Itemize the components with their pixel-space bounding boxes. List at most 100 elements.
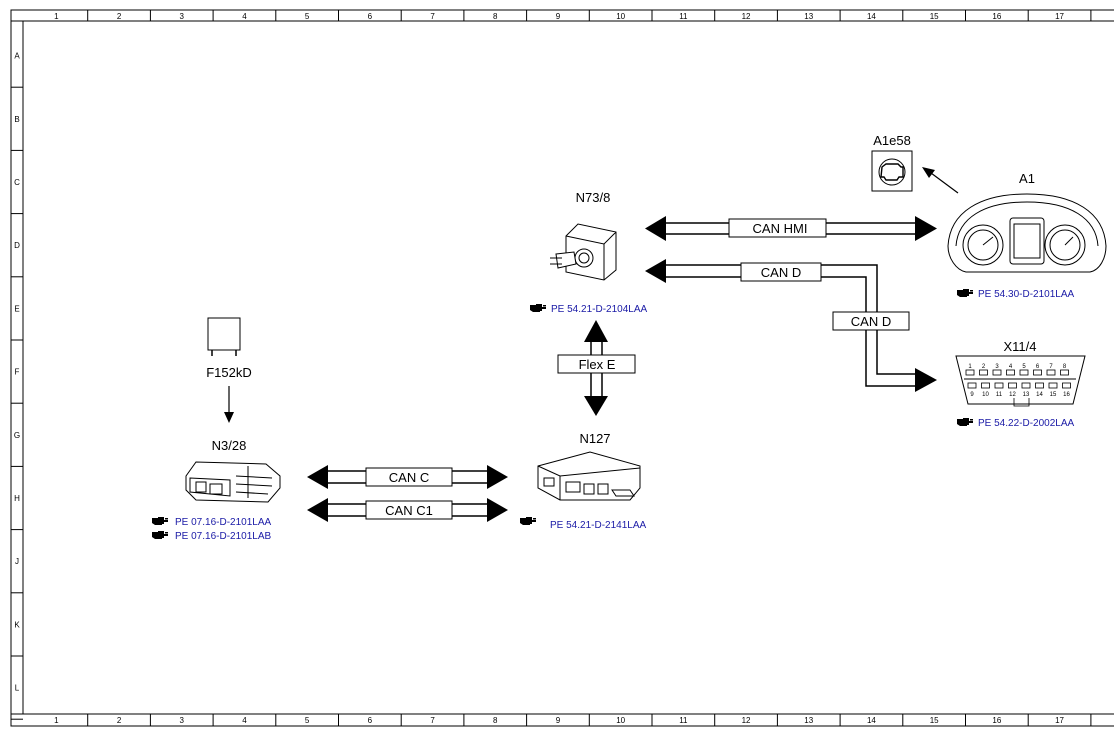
column-number-top: 1 xyxy=(54,12,59,21)
column-number-bottom: 11 xyxy=(679,716,688,725)
row-letter: E xyxy=(14,304,19,313)
pin-socket xyxy=(1062,382,1071,389)
column-number-top: 6 xyxy=(368,12,373,21)
column-number-top: 9 xyxy=(556,12,561,21)
n127-refs: PE 54.21-D-2141LAA xyxy=(520,517,647,531)
column-number-bottom: 17 xyxy=(1055,716,1064,725)
n3-28-refs: PE 07.16-D-2101LAA PE 07.16-D-2101LAB xyxy=(152,517,272,542)
x11-4-label: X11/4 xyxy=(1003,339,1036,354)
a1e58-engine-warning-lamp xyxy=(871,150,913,192)
a1e58-arrow xyxy=(922,167,959,194)
pin-number: 8 xyxy=(1063,364,1067,370)
column-number-top: 15 xyxy=(930,12,939,21)
pin-number: 15 xyxy=(1050,392,1057,398)
hand-icon xyxy=(957,289,973,297)
row-letter: L xyxy=(15,684,20,693)
pin-number: 9 xyxy=(970,392,974,398)
column-number-bottom: 7 xyxy=(430,716,435,725)
pin-number: 13 xyxy=(1023,392,1030,398)
can-c1-bus xyxy=(307,498,508,522)
f152kd-relay xyxy=(207,317,241,356)
n127-module-drawing xyxy=(537,451,641,501)
pin-number: 7 xyxy=(1049,364,1053,370)
row-letter: C xyxy=(14,178,20,187)
column-number-bottom: 9 xyxy=(556,716,561,725)
can-d-upper-label: CAN D xyxy=(761,265,801,280)
row-letter: G xyxy=(14,431,20,440)
n3-28-label: N3/28 xyxy=(212,438,247,453)
column-number-top: 4 xyxy=(242,12,247,21)
row-letter: F xyxy=(15,368,20,377)
a1-ref-1[interactable]: PE 54.30-D-2101LAA xyxy=(978,289,1075,300)
n127-ref-1[interactable]: PE 54.21-D-2141LAA xyxy=(550,520,647,531)
column-number-bottom: 4 xyxy=(242,716,247,725)
column-number-top: 11 xyxy=(679,12,688,21)
column-number-top: 16 xyxy=(992,12,1001,21)
column-number-top: 10 xyxy=(616,12,625,21)
column-number-bottom: 2 xyxy=(117,716,122,725)
pin-number: 14 xyxy=(1036,392,1043,398)
can-d-bus xyxy=(645,259,937,392)
pin-socket xyxy=(992,369,1002,376)
hand-icon xyxy=(152,517,168,525)
x11-4-ref-1[interactable]: PE 54.22-D-2002LAA xyxy=(978,418,1075,429)
a1-label: A1 xyxy=(1019,171,1035,186)
column-number-top: 13 xyxy=(804,12,813,21)
row-letter: D xyxy=(14,241,20,250)
pin-number: 6 xyxy=(1036,364,1040,370)
column-number-top: 8 xyxy=(493,12,498,21)
pin-socket xyxy=(994,382,1004,389)
column-number-bottom: 14 xyxy=(867,716,876,725)
pin-number: 10 xyxy=(982,392,989,398)
pin-number: 3 xyxy=(995,364,999,370)
column-number-top: 7 xyxy=(430,12,435,21)
can-c-bus xyxy=(307,465,508,489)
drawing-frame: 1122334455667788991010111112121313141415… xyxy=(10,9,1114,727)
column-number-bottom: 10 xyxy=(616,716,625,725)
pin-socket xyxy=(1048,382,1058,389)
pin-socket xyxy=(979,369,988,376)
column-number-top: 12 xyxy=(742,12,751,21)
pin-socket xyxy=(1035,382,1044,389)
pin-number: 4 xyxy=(1009,364,1013,370)
pin-socket xyxy=(965,369,975,376)
hand-icon xyxy=(530,304,546,312)
pin-number: 16 xyxy=(1063,392,1070,398)
n73-8-refs: PE 54.21-D-2104LAA xyxy=(530,304,648,315)
f152kd-arrow xyxy=(224,386,234,423)
flex-e-label: Flex E xyxy=(579,357,616,372)
can-d-lower-label: CAN D xyxy=(851,314,891,329)
x11-4-refs: PE 54.22-D-2002LAA xyxy=(957,418,1075,429)
can-hmi-bus xyxy=(645,216,937,241)
pin-number: 12 xyxy=(1009,392,1016,398)
pin-socket xyxy=(1060,369,1069,376)
n73-8-label: N73/8 xyxy=(576,190,611,205)
row-letter: K xyxy=(14,620,20,629)
column-number-bottom: 12 xyxy=(742,716,751,725)
column-number-bottom: 13 xyxy=(804,716,813,725)
n3-28-ref-1[interactable]: PE 07.16-D-2101LAA xyxy=(175,517,272,528)
pin-number: 2 xyxy=(982,364,986,370)
row-letter: J xyxy=(15,557,19,566)
hand-icon xyxy=(957,418,973,426)
n127-label: N127 xyxy=(579,431,610,446)
a1-instrument-cluster-drawing xyxy=(947,193,1107,273)
pin-socket xyxy=(1008,382,1017,389)
pin-number: 5 xyxy=(1022,364,1026,370)
n3-28-ecu-drawing xyxy=(185,461,281,503)
hand-icon xyxy=(520,517,536,525)
pin-socket xyxy=(1033,369,1042,376)
n3-28-ref-2[interactable]: PE 07.16-D-2101LAB xyxy=(175,531,272,542)
a1-refs: PE 54.30-D-2101LAA xyxy=(957,289,1075,300)
row-letter: H xyxy=(14,494,20,503)
column-number-bottom: 3 xyxy=(180,716,185,725)
column-number-top: 3 xyxy=(180,12,185,21)
engine-icon xyxy=(880,163,904,181)
row-letter: A xyxy=(14,52,20,61)
pin-socket xyxy=(981,382,990,389)
can-hmi-label: CAN HMI xyxy=(753,221,808,236)
n73-8-ref-1[interactable]: PE 54.21-D-2104LAA xyxy=(551,304,648,315)
column-number-top: 2 xyxy=(117,12,122,21)
